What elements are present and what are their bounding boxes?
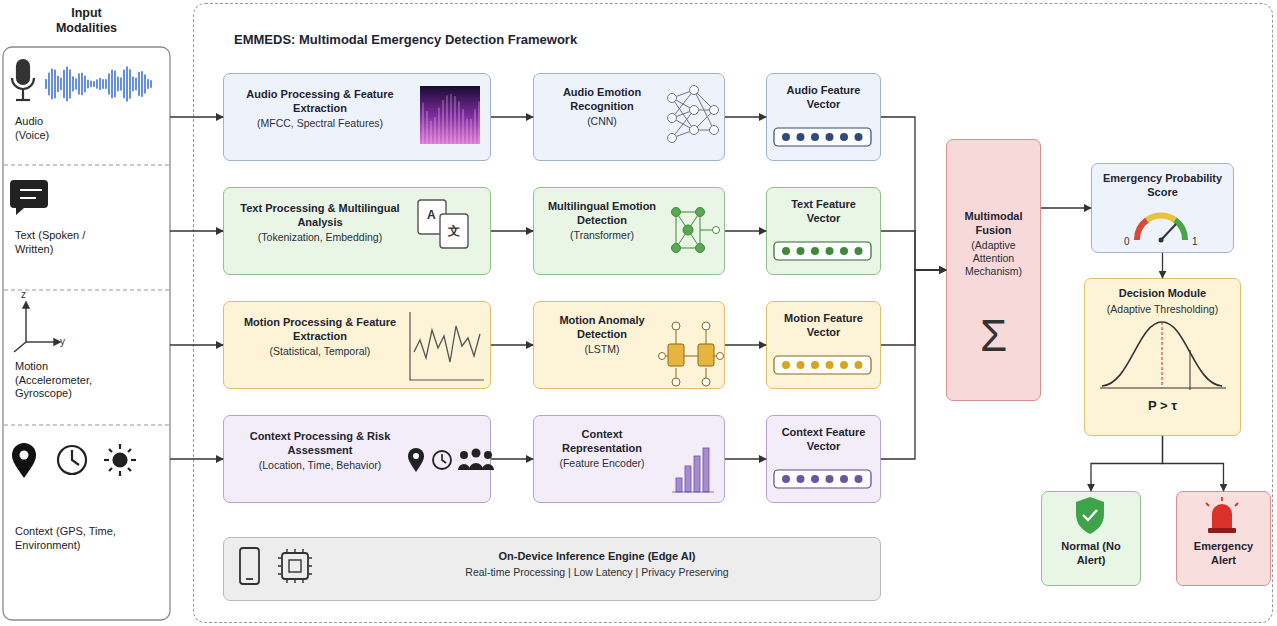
node-subtext: Σ (951, 312, 1036, 360)
node-subtext: Real-time Processing | Low Latency | Pri… (324, 566, 870, 579)
edge-engine-box: On-Device Inference Engine (Edge AI) Real… (223, 537, 881, 601)
node-subtext: (Adaptive Thresholding) (1091, 303, 1234, 316)
node-text: Audio Feature Vector (773, 84, 874, 111)
sun-icon (104, 444, 136, 476)
node-text: Context Representation (542, 428, 662, 455)
feature-box: Context Feature Vector (766, 415, 881, 503)
node-text: Motion Feature Vector (773, 312, 874, 339)
location-pin-icon (12, 443, 36, 478)
node-text: Normal (No Alert) (1046, 540, 1136, 567)
feature-box: Motion Feature Vector (766, 301, 881, 389)
input-panel: Input ModalitiesAudio (Voice) Text (Spoke… (3, 3, 170, 620)
node-subtext: (MFCC, Spectral Features) (236, 117, 404, 130)
connector-arrow (1163, 436, 1224, 491)
connector-arrow (491, 230, 533, 231)
connector-arrow (881, 231, 946, 270)
connector-arrow (491, 458, 533, 459)
connector-arrow (881, 270, 946, 345)
device-icons (240, 548, 312, 584)
speech-bubble-icon (10, 180, 48, 215)
icon-label: A (427, 209, 436, 222)
neural-net-icon (668, 86, 719, 143)
node-text: Emergency Alert (1181, 540, 1266, 567)
node-text: Decision Module (1091, 287, 1234, 301)
bar-chart-icon (672, 448, 714, 492)
icon-label: z (21, 289, 26, 300)
fusion-box: Multimodal Fusion(Adaptive Attention Mec… (946, 139, 1041, 401)
panel-outline (3, 47, 170, 620)
node-text: EMMEDS: Multimodal Emergency Detection F… (234, 32, 1272, 47)
node-text: Audio (Voice) (15, 115, 80, 142)
connector-arrow (725, 230, 766, 231)
shield-icon (1076, 497, 1104, 534)
node-subtext: (Location, Time, Behavior) (236, 459, 404, 472)
connector-arrow (1041, 207, 1091, 208)
node-text: Motion Anomaly Detection (542, 314, 662, 341)
model-box: Multilingual Emotion Detection (Transform… (533, 187, 725, 275)
node-text: Input Modalities (3, 3, 170, 36)
signal-chart-icon (410, 312, 484, 380)
spectrogram-icon (420, 86, 480, 144)
connector-arrow (170, 230, 223, 231)
node-text: On-Device Inference Engine (Edge AI) (324, 550, 870, 564)
context-icons (408, 448, 494, 472)
node-text: Emergency Probability Score (1100, 172, 1225, 199)
node-subtext: (Adaptive Attention Mechanism) (951, 239, 1036, 278)
connector-arrow (881, 270, 946, 459)
node-subtext: (LSTM) (542, 343, 662, 356)
node-text: Multilingual Emotion Detection (542, 200, 662, 227)
section-dividers (4, 165, 169, 425)
transformer-icon (672, 208, 720, 253)
connector-arrow (1162, 253, 1163, 278)
axes-icon (14, 302, 60, 352)
node-text: Text Processing & Multilingual Analysis (236, 202, 404, 229)
model-box: Motion Anomaly Detection (LSTM) (533, 301, 725, 389)
node-subtext: (Feature Encoder) (542, 457, 662, 470)
connector-arrow (170, 116, 223, 117)
icon-label: 0 (1124, 236, 1130, 247)
node-text: Multimodal Fusion (951, 210, 1036, 237)
connector-arrow (725, 458, 766, 459)
node-text: Audio Processing & Feature Extraction (236, 88, 404, 115)
feature-vector-dots (782, 133, 863, 483)
waveform-icon (46, 67, 151, 101)
node-text: Audio Emotion Recognition (542, 86, 662, 113)
connector-arrow (491, 344, 533, 345)
connector-arrow (725, 344, 766, 345)
connector-arrow (1091, 436, 1163, 491)
feature-vector-bars (774, 128, 871, 488)
icon-label: 文 (448, 225, 460, 238)
node-text: Motion (Accelerometer, Gyroscope) (15, 360, 120, 401)
node-text: Text (Spoken / Written) (15, 229, 110, 256)
connector-arrow (170, 458, 223, 459)
processing-box: Motion Processing & Feature Extraction (S… (223, 301, 491, 389)
mic-icon (12, 60, 34, 100)
node-text: Context (GPS, Time, Environment) (15, 525, 120, 552)
node-subtext: (CNN) (542, 115, 662, 128)
node-text: Motion Processing & Feature Extraction (236, 316, 404, 343)
node-text: Text Feature Vector (773, 198, 874, 225)
modality-section: Motion (Accelerometer, Gyroscope) (3, 290, 170, 425)
framework-frame: EMMEDS: Multimodal Emergency Detection F… (193, 3, 1273, 623)
icon-label: 1 (1192, 236, 1198, 247)
node-subtext: (Tokenization, Embedding) (236, 231, 404, 244)
feature-box: Audio Feature Vector (766, 73, 881, 161)
lstm-icon (659, 322, 724, 386)
clock-icon (58, 446, 86, 474)
node-subtext: (Transformer) (542, 229, 662, 242)
connector-arrow (491, 116, 533, 117)
node-subtext: (Statistical, Temporal) (236, 345, 404, 358)
icon-label: y (60, 336, 65, 347)
connector-arrow (170, 344, 223, 345)
bell-curve-icon (1100, 322, 1226, 390)
node-text: Context Processing & Risk Assessment (236, 430, 404, 457)
gauge-icon (1137, 215, 1185, 242)
connector-arrow (725, 116, 766, 117)
node-text: Context Feature Vector (773, 426, 874, 453)
feature-box: Text Feature Vector (766, 187, 881, 275)
translate-icon (418, 200, 468, 248)
node-subtext: P > τ (1091, 398, 1234, 413)
connector-arrow (881, 117, 946, 270)
siren-icon (1206, 497, 1238, 533)
